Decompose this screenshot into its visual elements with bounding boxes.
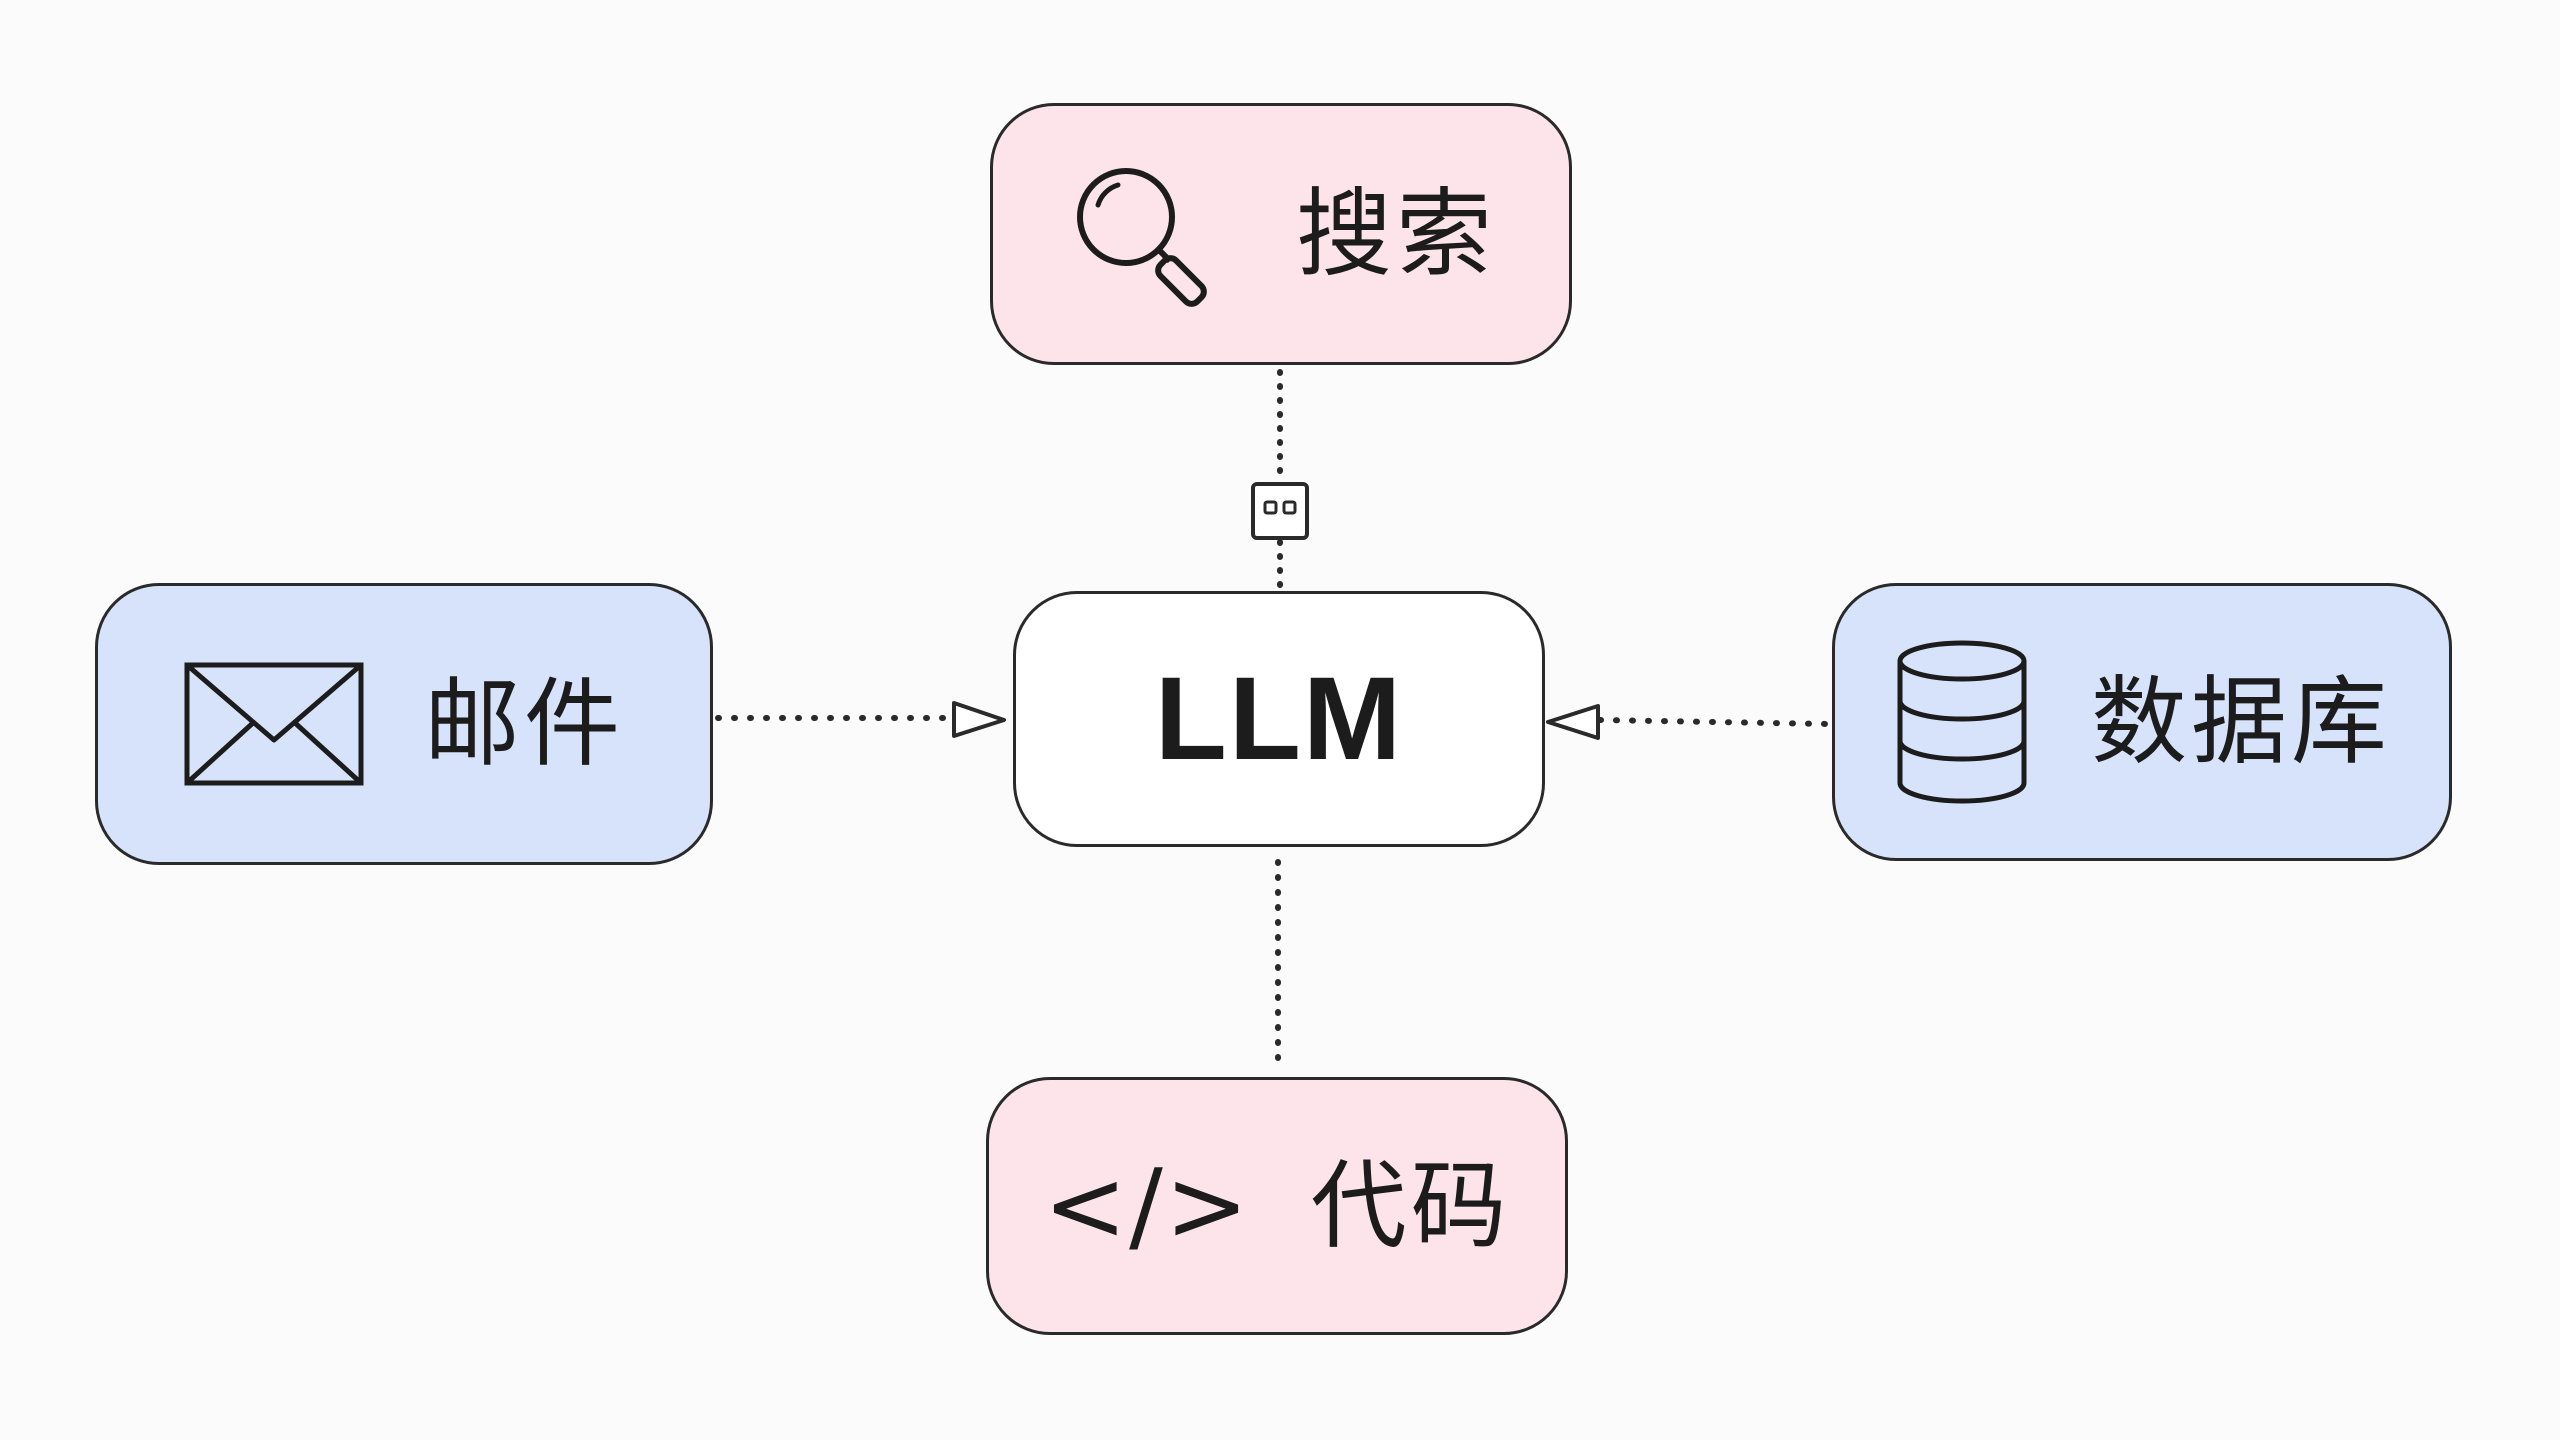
code-icon: </> <box>1043 1147 1251 1264</box>
arrowhead-mail-llm <box>952 701 1006 738</box>
code-node[interactable]: </> 代码 <box>986 1077 1568 1335</box>
database-node[interactable]: 数据库 <box>1832 583 2452 861</box>
connector-junction-icon <box>1251 482 1309 540</box>
search-node[interactable]: 搜索 <box>990 103 1572 365</box>
connector-db-llm <box>1597 717 1831 727</box>
llm-node[interactable]: LLM <box>1013 591 1545 847</box>
code-label: 代码 <box>1310 1150 1511 1262</box>
database-icon <box>1897 640 2027 804</box>
database-label: 数据库 <box>2091 666 2391 778</box>
search-label: 搜索 <box>1296 178 1496 290</box>
mail-label: 邮件 <box>424 668 624 780</box>
mail-node[interactable]: 邮件 <box>95 583 713 865</box>
magnifier-icon <box>1077 168 1207 307</box>
arrowhead-db-llm <box>1546 704 1600 740</box>
envelope-icon <box>184 662 364 786</box>
llm-label: LLM <box>1154 653 1404 785</box>
